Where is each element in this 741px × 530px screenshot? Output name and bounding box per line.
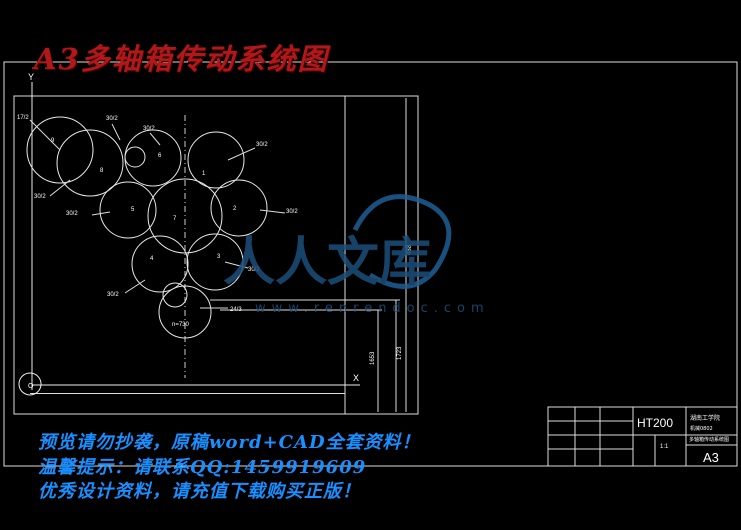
shaft-number: 7: [173, 216, 177, 222]
leader-line: [227, 147, 256, 161]
gear-circle-7: [158, 285, 212, 339]
title-block: [547, 406, 738, 467]
x-axis-label: X: [353, 373, 359, 383]
leader-line: [91, 211, 111, 216]
gear-circle-8: [56, 129, 124, 197]
shaft-number: 8: [100, 168, 104, 174]
dim-text: 1723: [397, 346, 403, 360]
sheet-border: [3, 61, 738, 467]
gear-circle-4: [131, 235, 189, 293]
shaft-number: 9: [51, 138, 55, 144]
label-r7: 30/2: [286, 209, 298, 215]
label-r2: 30/2: [106, 116, 118, 122]
title-block-scale: 1:1: [660, 444, 669, 450]
leader-line: [224, 261, 249, 269]
title-block-drawing-name: 多轴箱传动系统图: [689, 436, 729, 443]
notice-line-2: 温馨提示：请联系QQ:1459919609: [38, 457, 367, 478]
label-r8: 30/2: [248, 267, 260, 273]
gear-circle-large: [147, 178, 223, 254]
baseline-line: [30, 393, 345, 394]
shaft-number: 3: [217, 254, 221, 260]
label-r1: 17/2: [17, 115, 29, 121]
gear-circle-2: [210, 179, 268, 237]
gear-circle-3: [186, 233, 244, 291]
label-r9: 30/2: [107, 292, 119, 298]
leader-line: [124, 279, 146, 294]
gear-circle-small: [124, 146, 146, 168]
leader-line: [29, 119, 61, 151]
watermark-url: www.renrendoc.com: [255, 301, 490, 316]
drawing-title: A3多轴箱传动系统图: [34, 42, 329, 76]
title-block-school: 湖南工学院: [690, 414, 720, 422]
leader-line: [149, 132, 161, 146]
title-block-class: 机械0802: [690, 425, 713, 432]
label-r3: 30/2: [143, 126, 155, 132]
gear-circle-1: [187, 131, 245, 189]
shaft-number: 5: [131, 207, 135, 213]
title-block-material: HT200: [637, 416, 673, 430]
watermark-logo-icon: [352, 194, 452, 289]
watermark-brand: 人人文库: [223, 233, 431, 293]
notice-line-3: 优秀设计资料，请充值下载购买正版！: [38, 481, 361, 502]
leader-line: [49, 179, 71, 197]
gear-circle-9: [26, 116, 94, 184]
leader-line: [259, 209, 286, 214]
gear-circle-6: [124, 129, 182, 187]
label-speed: n=730: [172, 322, 190, 328]
dim-text: 1653: [370, 351, 376, 365]
shaft-number: 6: [158, 153, 162, 159]
shaft-number: 4: [150, 256, 154, 262]
leader-line: [111, 123, 121, 141]
label-r4: 30/2: [256, 142, 268, 148]
origin-circle: [18, 372, 42, 396]
frame-right-panel: [344, 95, 419, 415]
dim-text: 488: [407, 244, 413, 255]
gear-circle-5: [99, 181, 157, 239]
notice-line-1: 预览请勿抄袭，原稿word+CAD全套资料！: [38, 432, 421, 453]
label-r5: 30/2: [34, 194, 46, 200]
shaft-number: 2: [233, 206, 237, 212]
title-block-sheet-size: A3: [703, 450, 719, 465]
label-r6: 30/2: [66, 211, 78, 217]
gear-circle-small-2: [162, 282, 188, 308]
origin-label: O: [28, 383, 34, 390]
shaft-number: 1: [202, 171, 206, 177]
y-axis-label: Y: [28, 72, 34, 82]
